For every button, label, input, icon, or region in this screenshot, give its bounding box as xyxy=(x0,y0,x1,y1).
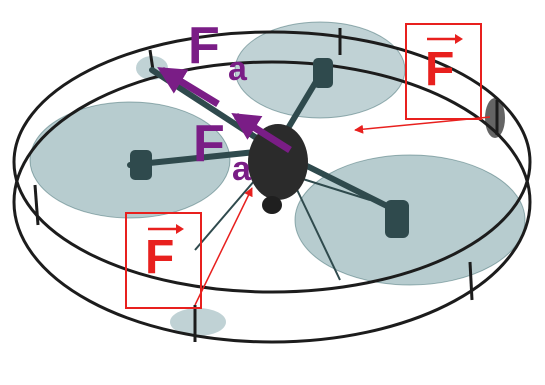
air-force-label: F xyxy=(193,115,225,173)
air-force-arrows xyxy=(157,67,292,153)
thrust-force-label: F xyxy=(425,43,455,96)
vector-arrow-icon xyxy=(148,224,184,234)
air-force-subscript: a xyxy=(232,150,251,188)
air-force-subscript: a xyxy=(228,50,247,88)
protective-ring-icon xyxy=(12,28,532,344)
small-disc-bottom xyxy=(170,308,226,336)
vector-arrow-icon xyxy=(427,34,463,44)
force-box-top-right xyxy=(405,23,482,120)
drone-body-icon xyxy=(248,124,308,214)
air-force-label: F xyxy=(188,17,220,75)
motor-hubs xyxy=(130,58,409,238)
thrust-force-label: F xyxy=(145,231,175,284)
force-box-bottom-left xyxy=(125,212,202,309)
